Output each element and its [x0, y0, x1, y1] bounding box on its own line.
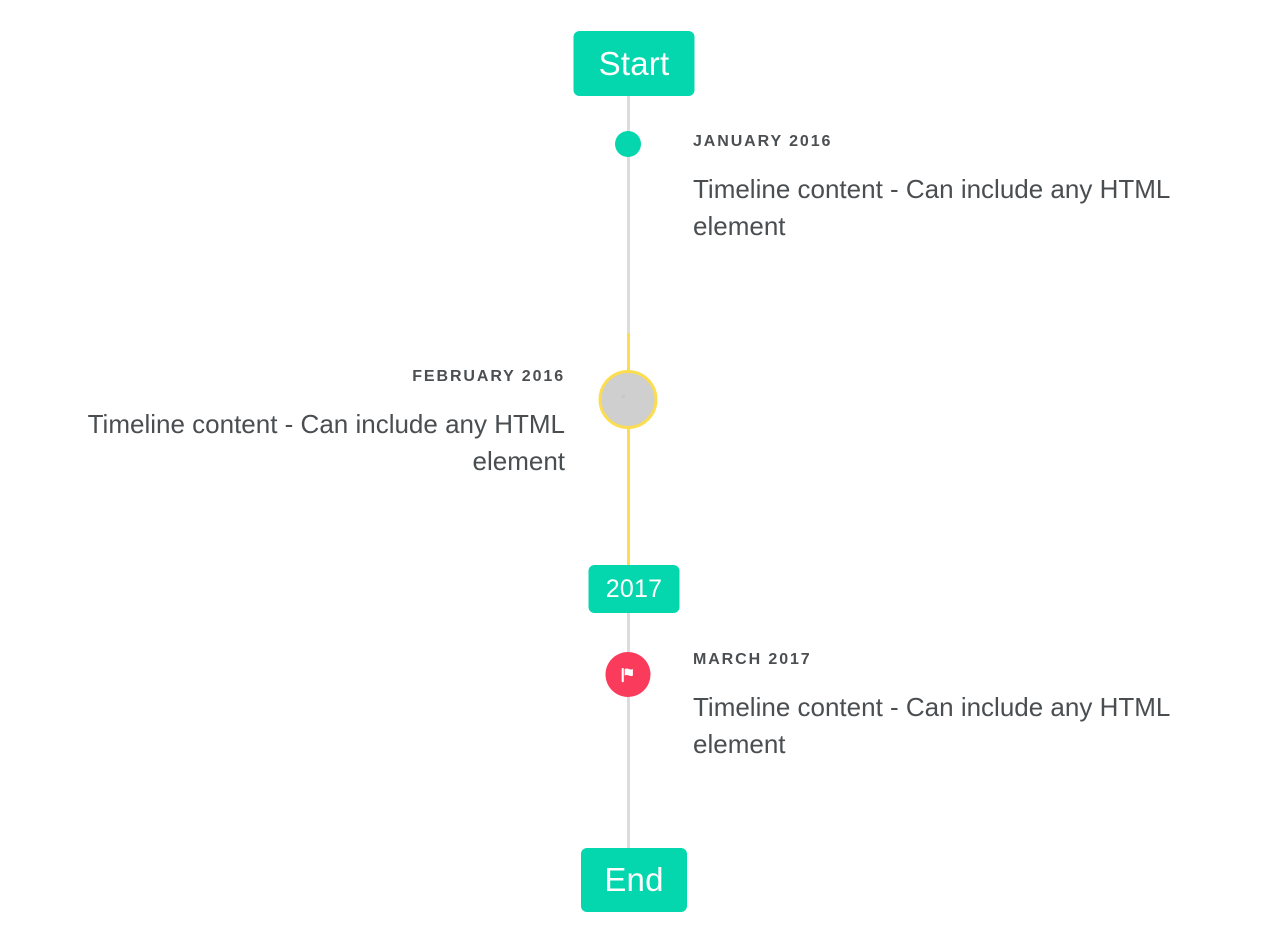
timeline-line-segment-bottom [627, 613, 630, 850]
timeline-year-badge[interactable]: 2017 [588, 565, 680, 613]
timeline-marker-ring[interactable]: ▫ [598, 370, 658, 429]
timeline-entry-january: JANUARY 2016 Timeline content - Can incl… [693, 133, 1233, 246]
timeline-marker-flag[interactable] [605, 652, 651, 697]
timeline-entry-content: Timeline content - Can include any HTML … [693, 691, 1170, 760]
missing-glyph-icon: ▫ [621, 391, 625, 401]
timeline-end-badge[interactable]: End [581, 848, 687, 912]
timeline-entry-content: Timeline content - Can include any HTML … [87, 408, 565, 477]
timeline-entry-march: MARCH 2017 Timeline content - Can includ… [693, 651, 1233, 764]
timeline-line-segment-top [627, 96, 630, 333]
timeline-entry-content: Timeline content - Can include any HTML … [693, 173, 1170, 242]
timeline-start-badge[interactable]: Start [573, 31, 695, 96]
timeline-entry-date: JANUARY 2016 [693, 133, 833, 150]
timeline-marker-dot-icon[interactable] [615, 131, 641, 157]
timeline-entry-date: MARCH 2017 [693, 651, 812, 668]
flag-icon [621, 667, 633, 682]
timeline-line-segment-active [627, 333, 630, 565]
timeline-entry-date: FEBRUARY 2016 [412, 368, 565, 385]
timeline-entry-february: FEBRUARY 2016 Timeline content - Can inc… [35, 368, 565, 481]
